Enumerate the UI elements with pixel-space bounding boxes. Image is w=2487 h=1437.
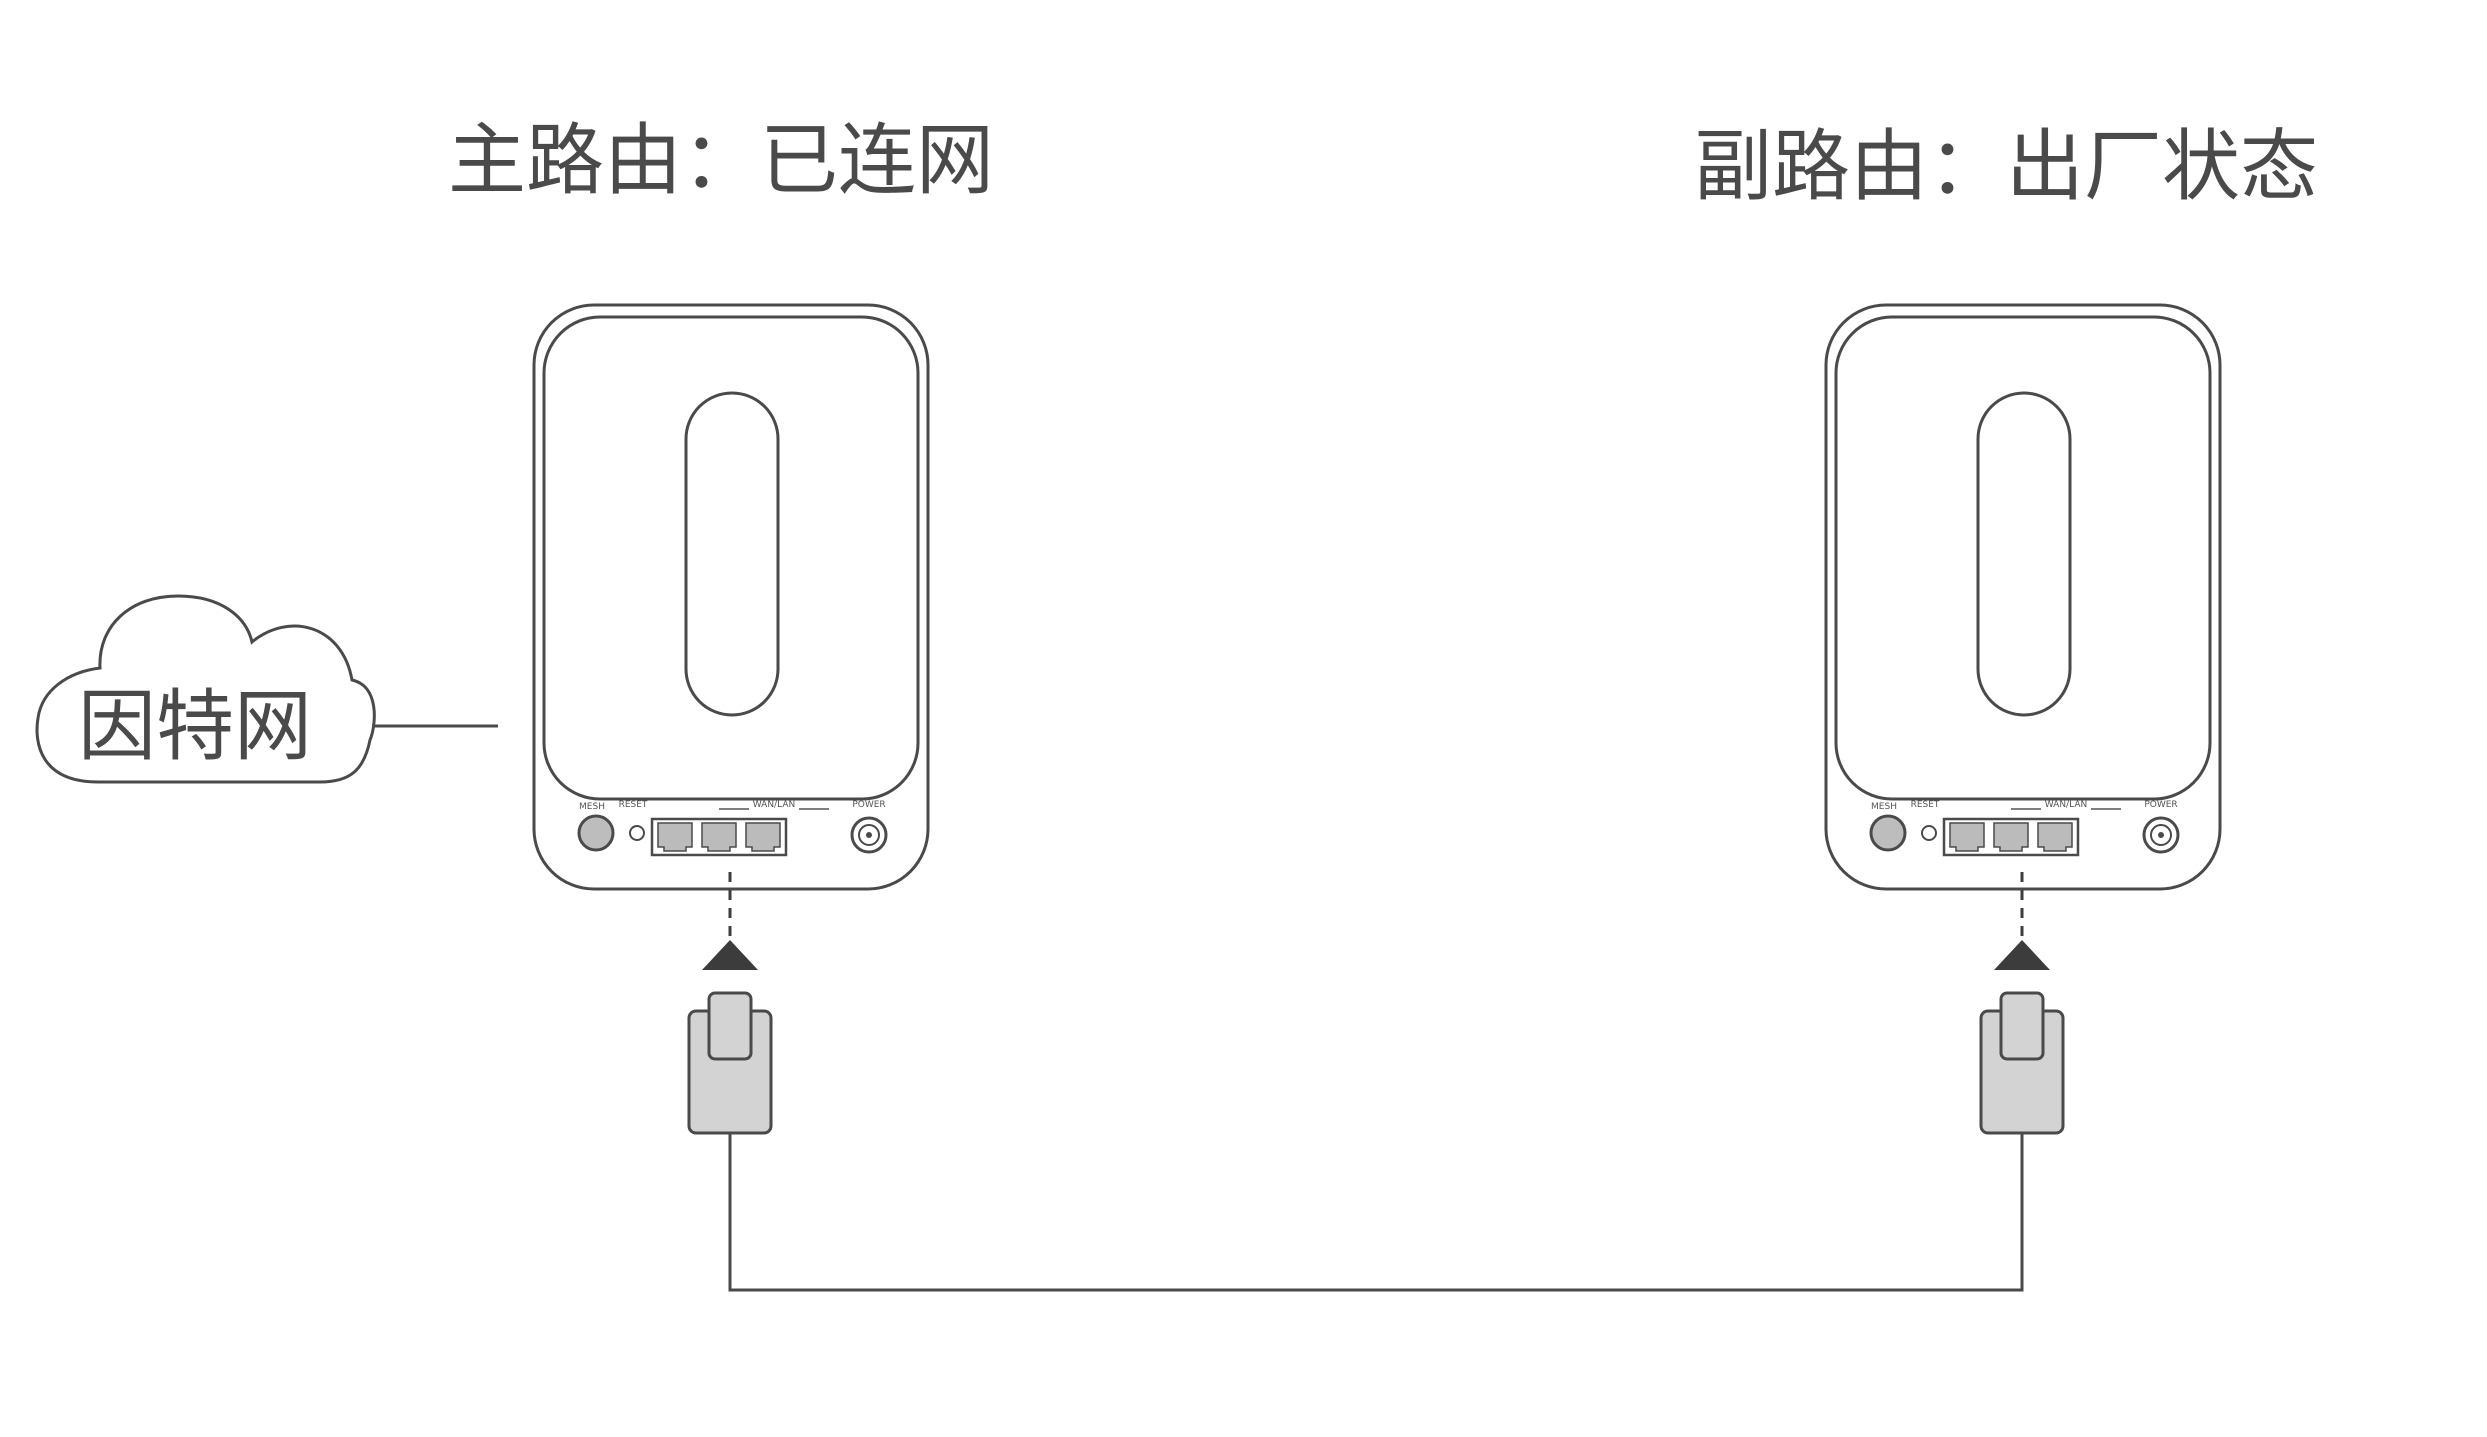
sub-up-arrow-icon xyxy=(1994,940,2050,970)
power-label: POWER xyxy=(852,800,885,810)
reset-label: RESET xyxy=(619,800,648,810)
main-ethernet-plug-icon xyxy=(687,991,773,1135)
ethernet-cable xyxy=(728,1133,2024,1292)
mesh-label: MESH xyxy=(579,802,605,812)
main-router-title: 主路由：已连网 xyxy=(448,116,995,206)
reset-label: RESET xyxy=(1911,800,1940,810)
sub-router: MESH RESET WAN/LAN POWER xyxy=(1824,303,2222,891)
wan-lan-label: WAN/LAN xyxy=(753,800,795,810)
power-label: POWER xyxy=(2144,800,2177,810)
main-router: MESH RESET WAN/LAN POWER xyxy=(532,303,930,891)
main-up-arrow-icon xyxy=(702,940,758,970)
wan-lan-label: WAN/LAN xyxy=(2045,800,2087,810)
sub-router-title: 副路由：出厂状态 xyxy=(1694,122,2319,212)
sub-ethernet-plug-icon xyxy=(1979,991,2065,1135)
mesh-label: MESH xyxy=(1871,802,1897,812)
internet-label: 因特网 xyxy=(78,682,313,772)
